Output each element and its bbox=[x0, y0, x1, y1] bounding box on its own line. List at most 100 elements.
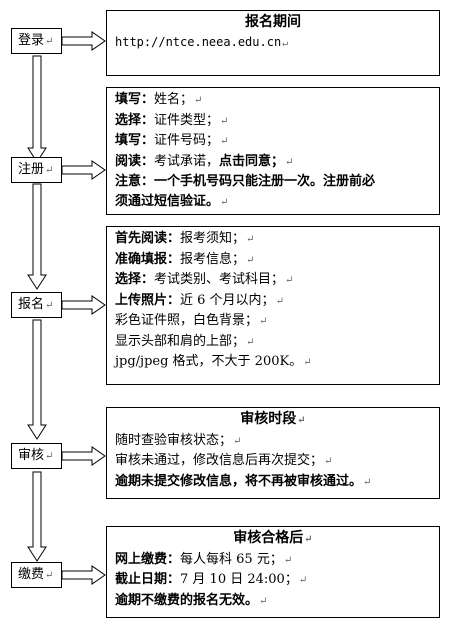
panel-line: 彩色证件照，白色背景；↵ bbox=[115, 311, 431, 332]
bold-label: 阅读： bbox=[115, 153, 155, 169]
panel-line: jpg/jpeg 格式，不大于 200K。↵ bbox=[115, 352, 431, 373]
panel-line: 填写：姓名；↵ bbox=[115, 90, 431, 111]
panel-lines: 首先阅读：报考须知；↵准确填报：报考信息；↵选择：考试类别、考试科目；↵上传照片… bbox=[115, 229, 431, 373]
bold-label: 首先阅读： bbox=[115, 231, 181, 246]
panel-line: 选择：考试类别、考试科目；↵ bbox=[115, 270, 431, 291]
paragraph-mark: ↵ bbox=[283, 554, 293, 566]
right-arrow bbox=[61, 295, 106, 315]
down-arrow bbox=[27, 319, 47, 440]
step-label: 注册 bbox=[18, 162, 45, 177]
step-login: 登录↵ bbox=[11, 28, 62, 54]
bold-label: 须通过短信验证。 bbox=[115, 193, 220, 209]
paragraph-mark: ↵ bbox=[220, 115, 229, 127]
panel-title: 审核时段 bbox=[240, 411, 297, 427]
panel-line: 阅读：考试承诺，点击同意；↵ bbox=[115, 152, 431, 173]
paragraph-mark: ↵ bbox=[298, 575, 308, 586]
line-text: 证件类型； bbox=[154, 112, 220, 128]
down-arrow bbox=[27, 55, 47, 163]
line-text: 随时查验审核状态； bbox=[115, 432, 233, 448]
paragraph-mark: ↵ bbox=[45, 36, 54, 47]
bold-label: 填写： bbox=[115, 133, 155, 148]
line-text: 审核未通过，修改信息后再次提交； bbox=[115, 453, 324, 468]
paragraph-mark: ↵ bbox=[194, 95, 203, 106]
line-text: 报考信息； bbox=[180, 251, 246, 267]
bold-label: 上传照片： bbox=[115, 292, 181, 308]
paragraph-mark: ↵ bbox=[246, 254, 255, 266]
panel-register: 填写：姓名；↵选择：证件类型；↵填写：证件号码；↵阅读：考试承诺，点击同意；↵注… bbox=[106, 87, 440, 215]
line-text: jpg/jpeg 格式，不大于 200K。 bbox=[115, 354, 303, 369]
panel-line: 显示头部和肩的上部；↵ bbox=[115, 332, 431, 353]
panel-review: 审核时段↵ 随时查验审核状态；↵审核未通过，修改信息后再次提交；↵逾期未提交修改… bbox=[106, 407, 440, 499]
paragraph-mark: ↵ bbox=[363, 476, 372, 488]
panel-line: 选择：证件类型；↵ bbox=[115, 111, 431, 132]
paragraph-mark: ↵ bbox=[246, 234, 255, 245]
line-text: 7 月 10 日 24:00； bbox=[180, 572, 298, 587]
panel-line: 审核未通过，修改信息后再次提交；↵ bbox=[115, 451, 431, 472]
panel-login: 报名期间 http://ntce.neea.edu.cn↵ bbox=[106, 10, 440, 76]
panel-line: 逾期未提交修改信息，将不再被审核通过。↵ bbox=[115, 472, 431, 493]
bold-label: 准确填报： bbox=[115, 251, 181, 267]
line-text: 姓名； bbox=[154, 92, 194, 107]
paragraph-mark: ↵ bbox=[45, 570, 54, 581]
bold-label: 注意：一个手机号码只能注册一次。注册前必 bbox=[115, 174, 376, 189]
panel-title: 报名期间 bbox=[245, 14, 301, 30]
right-arrow bbox=[61, 160, 106, 180]
panel-line: 准确填报：报考信息；↵ bbox=[115, 250, 431, 271]
paragraph-mark: ↵ bbox=[324, 456, 333, 467]
line-text: 报考须知； bbox=[180, 231, 246, 246]
down-arrow bbox=[27, 183, 47, 290]
paragraph-mark: ↵ bbox=[285, 275, 294, 286]
paragraph-mark: ↵ bbox=[285, 156, 294, 168]
step-apply: 报名↵ bbox=[11, 292, 62, 318]
step-label: 缴费 bbox=[18, 567, 45, 582]
bold-label: 逾期不缴费的报名无效。 bbox=[115, 592, 259, 608]
paragraph-mark: ↵ bbox=[275, 295, 284, 307]
paragraph-mark: ↵ bbox=[233, 435, 242, 447]
panel-apply: 首先阅读：报考须知；↵准确填报：报考信息；↵选择：考试类别、考试科目；↵上传照片… bbox=[106, 226, 440, 385]
bold-label: 点击同意； bbox=[219, 153, 285, 169]
panel-payment: 审核合格后↵ 网上缴费：每人每科 65 元；↵截止日期：7 月 10 日 24:… bbox=[106, 526, 440, 618]
panel-line: 上传照片：近 6 个月以内；↵ bbox=[115, 291, 431, 312]
paragraph-mark: ↵ bbox=[304, 534, 313, 545]
step-label: 报名 bbox=[18, 297, 45, 312]
panel-url-line: http://ntce.neea.edu.cn↵ bbox=[115, 33, 431, 54]
step-label: 登录 bbox=[18, 33, 45, 48]
right-arrow bbox=[61, 446, 106, 466]
panel-line: 网上缴费：每人每科 65 元；↵ bbox=[115, 550, 431, 571]
paragraph-mark: ↵ bbox=[303, 357, 312, 368]
right-arrow bbox=[61, 31, 106, 51]
panel-line: 须通过短信验证。↵ bbox=[115, 192, 431, 213]
paragraph-mark: ↵ bbox=[220, 136, 229, 147]
paragraph-mark: ↵ bbox=[45, 451, 54, 462]
step-payment: 缴费↵ bbox=[11, 562, 62, 588]
exam-site-url: http://ntce.neea.edu.cn bbox=[115, 34, 282, 49]
line-text: 显示头部和肩的上部； bbox=[115, 333, 246, 349]
paragraph-mark: ↵ bbox=[246, 336, 255, 348]
paragraph-mark: ↵ bbox=[45, 300, 54, 311]
line-text: 近 6 个月以内； bbox=[180, 292, 275, 308]
paragraph-mark: ↵ bbox=[220, 196, 229, 208]
bold-label: 填写： bbox=[115, 92, 155, 107]
panel-line: 逾期不缴费的报名无效。↵ bbox=[115, 591, 431, 612]
step-review: 审核↵ bbox=[11, 443, 62, 469]
paragraph-mark: ↵ bbox=[45, 165, 54, 176]
panel-line: 截止日期：7 月 10 日 24:00；↵ bbox=[115, 570, 431, 591]
paragraph-mark: ↵ bbox=[259, 316, 268, 327]
down-arrow bbox=[27, 471, 47, 562]
line-text: 证件号码； bbox=[154, 133, 220, 148]
bold-label: 选择： bbox=[115, 272, 155, 287]
step-label: 审核 bbox=[18, 448, 45, 463]
panel-line: 首先阅读：报考须知；↵ bbox=[115, 229, 431, 250]
line-text: 考试类别、考试科目； bbox=[154, 272, 285, 287]
panel-title: 审核合格后 bbox=[233, 530, 304, 546]
panel-lines: 网上缴费：每人每科 65 元；↵截止日期：7 月 10 日 24:00；↵逾期不… bbox=[115, 550, 431, 612]
line-text: 考试承诺， bbox=[154, 153, 220, 169]
bold-label: 网上缴费： bbox=[115, 551, 181, 567]
panel-line: 随时查验审核状态；↵ bbox=[115, 431, 431, 452]
paragraph-mark: ↵ bbox=[297, 415, 306, 426]
right-arrow bbox=[61, 565, 106, 585]
panel-title-line: 审核时段↵ bbox=[115, 410, 431, 431]
bold-label: 选择： bbox=[115, 112, 155, 128]
panel-lines: 填写：姓名；↵选择：证件类型；↵填写：证件号码；↵阅读：考试承诺，点击同意；↵注… bbox=[115, 90, 431, 212]
